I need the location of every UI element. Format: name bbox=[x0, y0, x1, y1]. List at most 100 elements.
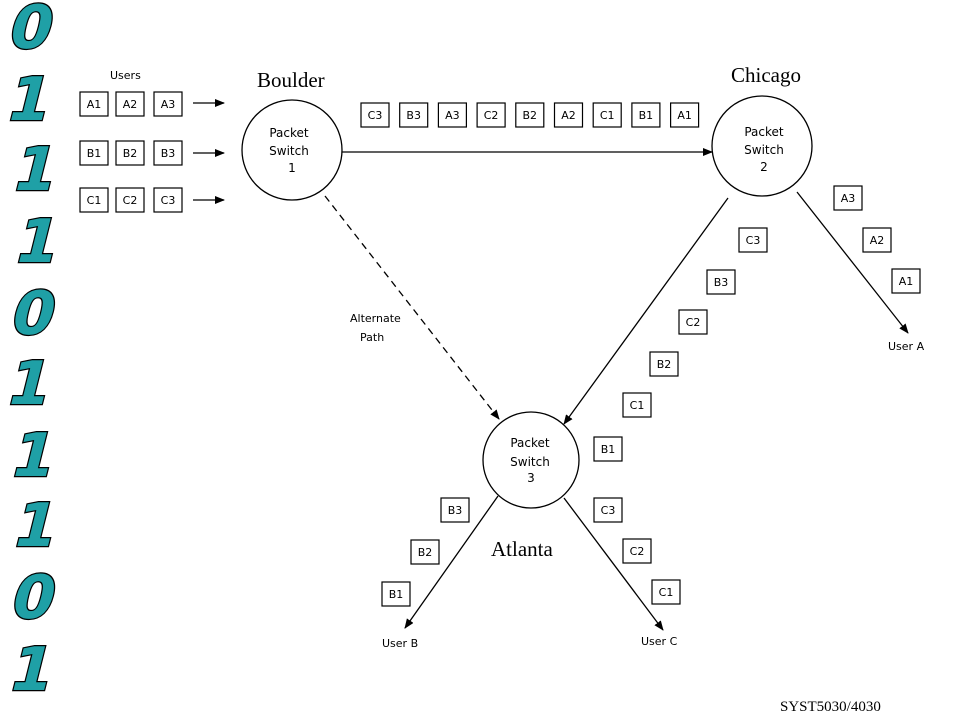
link-1-2-packet-label: C2 bbox=[484, 109, 499, 122]
user-packet: C1 bbox=[79, 187, 109, 213]
user-packet-label: B1 bbox=[87, 147, 102, 160]
user-b-packet-label: B2 bbox=[418, 546, 433, 559]
packet-switch-1: Packet Switch 1 bbox=[241, 99, 343, 201]
link-1-2-packet-label: B2 bbox=[523, 109, 538, 122]
link-1-2-packet: B2 bbox=[515, 102, 545, 128]
packet-switch-2: Packet Switch 2 bbox=[711, 95, 813, 197]
link-1-2-packet: B1 bbox=[631, 102, 661, 128]
link-switch3-to-user-c bbox=[563, 497, 664, 631]
user-b-packet: B1 bbox=[381, 581, 411, 607]
binary-digit: 0 bbox=[2, 0, 61, 63]
link-switch2-to-user-a bbox=[796, 191, 909, 334]
user-packet: A1 bbox=[79, 91, 109, 117]
user-packet-label: B3 bbox=[161, 147, 176, 160]
city-label-boulder: Boulder bbox=[257, 68, 325, 92]
link-2-3-packet-label: B1 bbox=[601, 443, 616, 456]
link-1-2-packet: B3 bbox=[399, 102, 429, 128]
user-packet: C2 bbox=[115, 187, 145, 213]
packet-switch-3: Packet Switch 3 bbox=[482, 411, 580, 509]
alternate-path-label-line2: Path bbox=[360, 331, 384, 344]
switch-3-number: 3 bbox=[527, 471, 535, 485]
link-switch2-to-switch3 bbox=[563, 197, 729, 425]
link-2-3-packet: C2 bbox=[678, 309, 708, 335]
link-1-2-packet: A2 bbox=[553, 102, 584, 128]
binary-digit: 1 bbox=[0, 65, 59, 135]
switch-2-line2: Switch bbox=[744, 143, 784, 157]
user-packet: B2 bbox=[115, 140, 145, 166]
binary-digit: 0 bbox=[5, 563, 64, 633]
link-1-2-packet-label: C3 bbox=[368, 109, 383, 122]
user-packet: B3 bbox=[153, 140, 183, 166]
link-1-2-packet-label: B3 bbox=[406, 109, 421, 122]
link-1-2-packet: C1 bbox=[592, 102, 622, 128]
link-1-2-packet: C2 bbox=[476, 102, 506, 128]
user-packet-label: A1 bbox=[87, 98, 102, 111]
user-packet-label: C1 bbox=[87, 194, 102, 207]
user-c-label: User C bbox=[641, 635, 678, 648]
link-1-2-packet: A1 bbox=[669, 102, 700, 128]
user-packet-label: A2 bbox=[123, 98, 138, 111]
link-2-3-packet: B1 bbox=[593, 436, 623, 462]
switch-2-line1: Packet bbox=[744, 125, 784, 139]
user-a-packet-label: A1 bbox=[899, 275, 914, 288]
user-a-packet: A1 bbox=[891, 268, 921, 294]
switch-3-line2: Switch bbox=[510, 455, 550, 469]
city-label-chicago: Chicago bbox=[731, 63, 801, 87]
user-packet: C3 bbox=[153, 187, 183, 213]
binary-digit: 1 bbox=[3, 635, 62, 705]
user-a-packet: A2 bbox=[862, 227, 892, 253]
switch-1-line1: Packet bbox=[269, 126, 309, 140]
user-c-packet: C3 bbox=[593, 497, 623, 523]
switch-3-line1: Packet bbox=[510, 436, 550, 450]
link-1-2-packet-label: A2 bbox=[561, 109, 576, 122]
user-c-packet: C1 bbox=[651, 579, 681, 605]
network-links bbox=[193, 99, 909, 631]
switch-1-line2: Switch bbox=[269, 144, 309, 158]
user-b-packet-label: B1 bbox=[389, 588, 404, 601]
city-label-atlanta: Atlanta bbox=[491, 537, 553, 561]
link-switch3-to-user-b bbox=[404, 495, 499, 629]
user-a-packet: A3 bbox=[833, 185, 863, 211]
user-b-label: User B bbox=[382, 637, 418, 650]
users-title: Users bbox=[110, 69, 141, 82]
binary-digit: 1 bbox=[5, 421, 64, 491]
user-b-packet: B3 bbox=[440, 497, 470, 523]
alternate-path-link bbox=[324, 195, 500, 420]
link-2-3-packet-label: C2 bbox=[686, 316, 701, 329]
user-b-packet-label: B3 bbox=[448, 504, 463, 517]
user-packet-label: A3 bbox=[161, 98, 176, 111]
link-2-3-packet-label: B2 bbox=[657, 358, 672, 371]
binary-digit: 1 bbox=[6, 135, 65, 205]
user-packet-label: C2 bbox=[123, 194, 138, 207]
switch-2-number: 2 bbox=[760, 160, 768, 174]
user-c-packet: C2 bbox=[622, 538, 652, 564]
link-2-3-packet: B3 bbox=[706, 269, 736, 295]
link-2-3-packet-label: C3 bbox=[746, 234, 761, 247]
footer-course-code: SYST5030/4030 bbox=[780, 699, 881, 715]
link-2-3-packet: B2 bbox=[649, 351, 679, 377]
binary-digit: 1 bbox=[1, 349, 60, 419]
user-c-packet-label: C1 bbox=[659, 586, 674, 599]
user-packet: B1 bbox=[79, 140, 109, 166]
link-1-2-packet-label: A1 bbox=[677, 109, 692, 122]
alternate-path-label-line1: Alternate bbox=[350, 312, 401, 325]
user-packet-label: C3 bbox=[161, 194, 176, 207]
binary-digit: 1 bbox=[7, 491, 66, 561]
user-a-packet-label: A3 bbox=[841, 192, 856, 205]
user-a-label: User A bbox=[888, 340, 925, 353]
link-2-3-packet-label: B3 bbox=[714, 276, 729, 289]
user-a-packet-label: A2 bbox=[870, 234, 885, 247]
link-2-3-packet-label: C1 bbox=[630, 399, 645, 412]
link-2-3-packet: C1 bbox=[622, 392, 652, 418]
link-1-2-packet-label: A3 bbox=[445, 109, 460, 122]
link-1-2-packet: A3 bbox=[437, 102, 467, 128]
user-packet-label: B2 bbox=[123, 147, 138, 160]
user-c-packet-label: C2 bbox=[630, 545, 645, 558]
switch-1-number: 1 bbox=[288, 161, 296, 175]
binary-digit: 0 bbox=[5, 279, 64, 349]
binary-digit: 1 bbox=[8, 207, 67, 277]
link-1-2-packet-label: C1 bbox=[600, 109, 615, 122]
